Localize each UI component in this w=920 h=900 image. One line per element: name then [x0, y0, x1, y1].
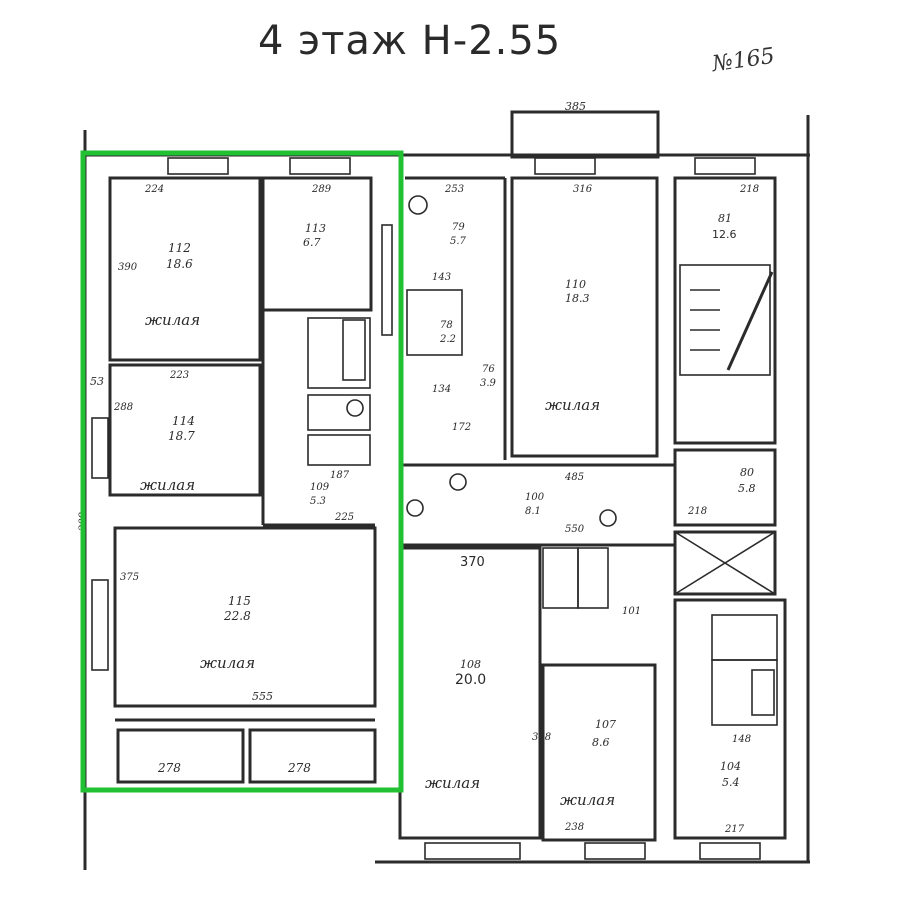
svg-text:6.7: 6.7: [303, 236, 321, 249]
svg-text:жилая: жилая: [140, 476, 195, 494]
svg-text:115: 115: [228, 594, 251, 608]
room-101-label: 101: [622, 606, 641, 617]
svg-text:187: 187: [330, 470, 350, 481]
svg-text:жилая: жилая: [545, 396, 600, 414]
svg-text:108: 108: [460, 658, 481, 671]
svg-text:172: 172: [452, 422, 471, 433]
svg-text:20.0: 20.0: [455, 672, 486, 688]
room-115-label: 115 22.8 жилая 555 375: [120, 572, 273, 703]
walls: [83, 110, 810, 870]
svg-text:5.7: 5.7: [450, 236, 467, 247]
svg-text:жилая: жилая: [200, 654, 255, 672]
svg-text:225: 225: [334, 512, 354, 523]
svg-text:113: 113: [305, 222, 326, 235]
svg-text:390: 390: [118, 262, 138, 273]
svg-text:134: 134: [432, 384, 451, 395]
windows: [91, 157, 761, 860]
svg-text:3.9: 3.9: [480, 378, 497, 389]
svg-text:100: 100: [525, 492, 545, 503]
svg-text:18.6: 18.6: [166, 257, 193, 271]
room-76-label: 76 3.9 134: [432, 364, 497, 395]
svg-text:370: 370: [460, 555, 485, 570]
room-78-label: 78 2.2 143: [432, 272, 456, 345]
svg-text:78: 78: [440, 320, 453, 331]
svg-text:218: 218: [739, 184, 759, 195]
room-100-label: 100 8.1 485 550: [525, 472, 585, 535]
svg-text:555: 555: [252, 690, 273, 703]
svg-text:53: 53: [90, 375, 104, 388]
svg-text:107: 107: [595, 718, 616, 731]
svg-text:288: 288: [113, 402, 133, 413]
svg-text:5.4: 5.4: [722, 776, 740, 789]
room-80-label: 80 5.8 218: [687, 466, 756, 517]
svg-text:80: 80: [740, 466, 754, 479]
svg-text:жилая: жилая: [145, 311, 200, 329]
room-109-label: 109 5.3 187 225: [310, 470, 354, 523]
svg-text:278: 278: [287, 761, 311, 775]
svg-text:218: 218: [687, 506, 707, 517]
svg-text:223: 223: [169, 370, 189, 381]
svg-text:2.2: 2.2: [439, 334, 456, 345]
room-107-label: 107 8.6 жилая 238: [560, 718, 616, 833]
svg-text:109: 109: [310, 482, 330, 493]
svg-text:550: 550: [565, 524, 585, 535]
floor-title: 4 этаж Н-2.55: [258, 18, 562, 64]
room-110-label: 110 18.3 жилая 316: [545, 184, 600, 414]
room-104-label: 104 5.4 148 217: [720, 734, 751, 835]
svg-text:жилая: жилая: [425, 774, 480, 792]
svg-text:жилая: жилая: [560, 791, 615, 809]
svg-text:18.3: 18.3: [565, 292, 590, 305]
svg-text:217: 217: [724, 824, 745, 835]
svg-text:143: 143: [432, 272, 451, 283]
svg-text:114: 114: [172, 414, 195, 428]
svg-text:22.8: 22.8: [223, 609, 251, 623]
svg-text:81: 81: [718, 212, 732, 225]
svg-text:5.8: 5.8: [738, 482, 756, 495]
svg-text:224: 224: [144, 184, 164, 195]
svg-text:8.1: 8.1: [525, 506, 541, 517]
svg-text:12.6: 12.6: [712, 228, 737, 241]
svg-text:79: 79: [452, 222, 465, 233]
room-81-label: 81 12.6 218: [712, 184, 759, 241]
svg-text:485: 485: [564, 472, 584, 483]
room-79-label: 79 5.7 253: [444, 184, 467, 247]
svg-text:148: 148: [732, 734, 751, 745]
svg-text:5.3: 5.3: [310, 496, 326, 507]
room-113-label: 113 6.7 289: [303, 184, 332, 249]
svg-text:316: 316: [573, 184, 593, 195]
svg-text:375: 375: [120, 572, 139, 583]
svg-text:289: 289: [311, 184, 332, 195]
room-114-label: 114 18.7 жилая 223 288: [113, 370, 195, 494]
svg-text:76: 76: [482, 364, 495, 375]
svg-text:385: 385: [565, 100, 586, 113]
svg-text:110: 110: [565, 278, 586, 291]
svg-text:253: 253: [444, 184, 464, 195]
room-108-label: 108 20.0 жилая 370 378: [425, 555, 551, 792]
selected-unit-outline: [80, 150, 404, 793]
svg-text:8.6: 8.6: [592, 736, 610, 749]
room-112-label: 112 18.6 жилая 224 390: [118, 184, 200, 329]
staircase: [679, 264, 774, 376]
svg-text:278: 278: [157, 761, 181, 775]
svg-text:378: 378: [532, 732, 551, 743]
svg-text:18.7: 18.7: [168, 429, 195, 443]
dimension-labels: 385 209 278 278 172 53: [78, 100, 586, 775]
svg-text:101: 101: [622, 606, 641, 617]
svg-text:238: 238: [564, 822, 584, 833]
svg-text:104: 104: [720, 760, 741, 773]
svg-text:112: 112: [168, 241, 191, 255]
